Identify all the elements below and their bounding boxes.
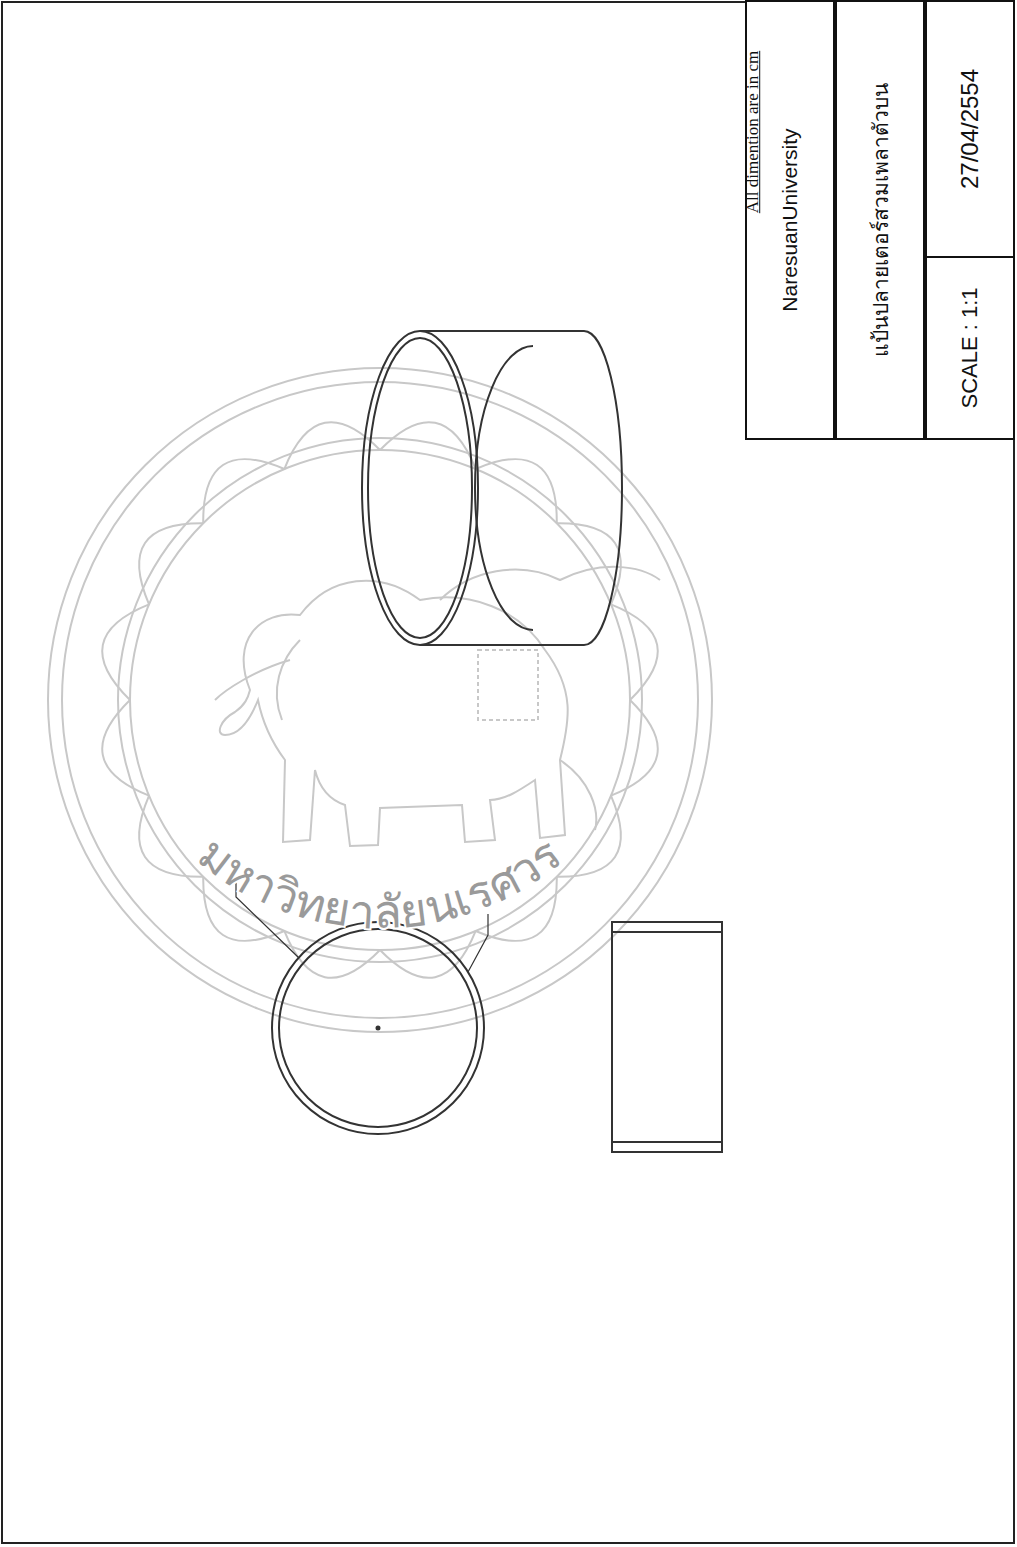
title-block-text: 27/04/2554 bbox=[956, 69, 984, 189]
part-title-cell: แป้นปลายเตอร์สวมเพลาตัวบน bbox=[835, 0, 925, 440]
title-block-text: แป้นปลายเตอร์สวมเพลาตัวบน bbox=[864, 83, 897, 357]
side-view bbox=[612, 922, 722, 1152]
title-block-text: SCALE : 1:1 bbox=[957, 287, 983, 408]
date-cell: 27/04/2554 bbox=[925, 0, 1015, 258]
watermark-text: มหาวิทยาลัยนเรศวร bbox=[188, 826, 571, 939]
isometric-view bbox=[362, 331, 622, 645]
scale-cell: SCALE : 1:1 bbox=[925, 256, 1015, 440]
title-block-text: NaresuanUniversity bbox=[778, 128, 802, 311]
units-note: All dimention are in cm bbox=[743, 51, 763, 213]
